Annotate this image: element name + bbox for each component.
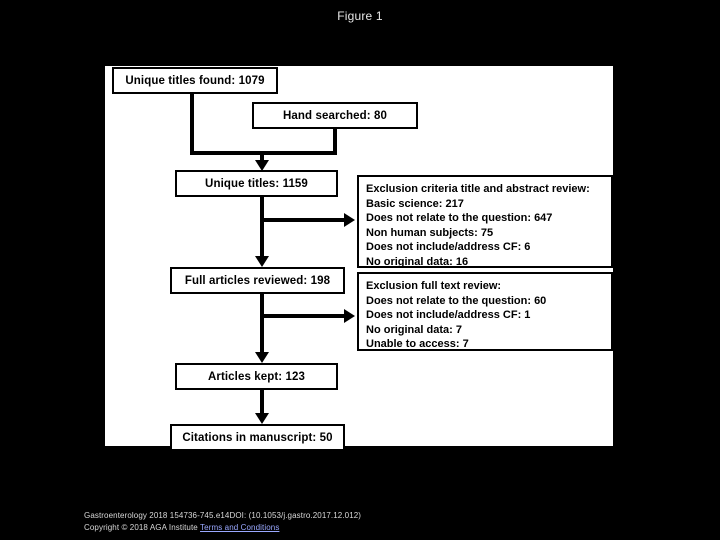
exclusion-heading: Exclusion full text review: xyxy=(366,280,502,292)
exclusion-item: Unable to access: 7 xyxy=(366,338,469,351)
exclusion-item: Basic science: 217 xyxy=(366,197,464,210)
exclusion-box-full-text: Exclusion full text review: Does not rel… xyxy=(357,272,613,351)
page-title: Figure 1 xyxy=(337,9,383,23)
flow-box-label: Citations in manuscript: 50 xyxy=(182,431,333,444)
flow-box-label: Hand searched: 80 xyxy=(283,109,387,122)
flow-box-full-articles-reviewed: Full articles reviewed: 198 xyxy=(170,267,345,294)
flow-box-unique-titles: Unique titles: 1159 xyxy=(175,170,338,197)
figure-canvas: Unique titles found: 1079 Hand searched:… xyxy=(105,66,613,451)
arrow-right-icon xyxy=(344,309,355,323)
footer-copyright-line: Copyright © 2018 AGA Institute Terms and… xyxy=(84,522,361,534)
connector-line xyxy=(260,197,264,260)
flow-box-label: Articles kept: 123 xyxy=(207,370,306,383)
exclusion-item: Does not relate to the question: 60 xyxy=(366,294,547,307)
flow-box-citations-in-manuscript: Citations in manuscript: 50 xyxy=(170,424,345,451)
arrow-down-icon xyxy=(255,413,269,424)
connector-line xyxy=(260,390,264,417)
exclusion-heading: Exclusion criteria title and abstract re… xyxy=(366,183,590,195)
exclusion-box-title-abstract: Exclusion criteria title and abstract re… xyxy=(357,175,613,268)
arrow-right-icon xyxy=(344,213,355,227)
flow-box-unique-titles-found: Unique titles found: 1079 xyxy=(112,67,278,94)
flow-box-articles-kept: Articles kept: 123 xyxy=(175,363,338,390)
exclusion-item: No original data: 7 xyxy=(366,323,462,336)
flow-box-label: Full articles reviewed: 198 xyxy=(184,274,331,287)
connector-line xyxy=(333,129,337,155)
connector-line xyxy=(260,218,346,222)
arrow-down-icon xyxy=(255,160,269,171)
exclusion-item: Does not include/address CF: 1 xyxy=(366,309,531,322)
exclusion-item: Non human subjects: 75 xyxy=(366,226,494,239)
terms-and-conditions-link[interactable]: Terms and Conditions xyxy=(200,523,280,532)
footer: Gastroenterology 2018 154736-745.e14DOI:… xyxy=(84,510,361,534)
connector-line xyxy=(190,94,194,155)
flow-box-label: Unique titles: 1159 xyxy=(205,177,308,190)
exclusion-item: No original data: 16 xyxy=(366,255,469,268)
flow-box-label: Unique titles found: 1079 xyxy=(125,74,265,87)
connector-line xyxy=(260,151,264,164)
connector-line xyxy=(260,294,264,356)
exclusion-item: Does not include/address CF: 6 xyxy=(366,241,531,254)
footer-citation: Gastroenterology 2018 154736-745.e14DOI:… xyxy=(84,511,362,520)
footer-copyright: Copyright © 2018 AGA Institute xyxy=(84,523,198,532)
connector-line xyxy=(260,314,346,318)
arrow-down-icon xyxy=(255,352,269,363)
exclusion-item: Does not relate to the question: 647 xyxy=(366,212,553,225)
flow-box-hand-searched: Hand searched: 80 xyxy=(252,102,418,129)
arrow-down-icon xyxy=(255,256,269,267)
